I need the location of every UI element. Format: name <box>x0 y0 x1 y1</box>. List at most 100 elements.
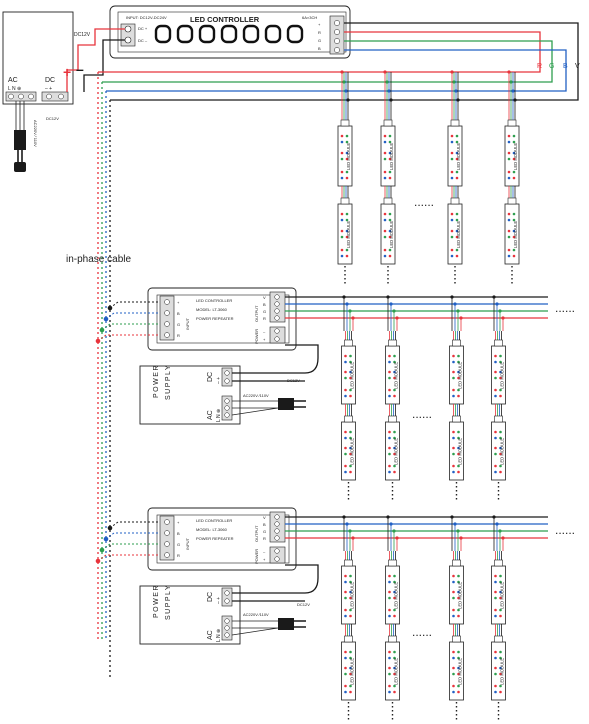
repeater1-out-pin-3: G <box>263 309 266 314</box>
module-led <box>450 157 454 161</box>
module-led <box>452 370 455 374</box>
module-led <box>499 446 502 450</box>
module-led <box>450 248 454 252</box>
module-led <box>452 394 455 398</box>
top-controller-rating: 6A×3CH <box>302 15 317 20</box>
module-led <box>344 596 347 600</box>
module-led <box>507 212 511 216</box>
module-connector <box>450 197 460 205</box>
module-connector <box>450 119 460 127</box>
module-led <box>494 464 497 468</box>
module-connector <box>452 339 461 347</box>
top-ellipsis: ...... <box>414 195 434 209</box>
module-led <box>344 590 347 594</box>
module-led <box>494 656 497 660</box>
repeater2-power: POWER <box>254 549 259 564</box>
module-led <box>388 248 392 252</box>
module-led <box>455 254 459 258</box>
module-led <box>494 690 497 694</box>
module-led <box>452 590 455 594</box>
module-led <box>499 430 502 434</box>
in-phase-tap-wire <box>105 312 160 320</box>
module-connector <box>452 635 461 643</box>
module-led <box>393 436 396 440</box>
module-connector <box>383 197 393 205</box>
rail1-ellipsis: ...... <box>555 301 575 315</box>
module-led <box>457 672 460 676</box>
mid-ellipsis: ...... <box>412 407 432 421</box>
module-label: LED MODULE <box>500 438 505 465</box>
module-led <box>388 656 391 660</box>
module-led <box>383 176 387 180</box>
top-controller-dc12v: DC12V <box>74 32 91 38</box>
module-led <box>494 430 497 434</box>
module-led <box>457 666 460 670</box>
module-led <box>383 157 387 161</box>
module-led <box>344 574 347 578</box>
module-led <box>393 452 396 456</box>
module-led <box>457 394 460 398</box>
module-led <box>349 656 352 660</box>
module-led <box>494 354 497 358</box>
module-led <box>388 580 391 584</box>
module-led <box>455 176 459 180</box>
in-phase-tap-wire <box>97 334 160 342</box>
module-led <box>345 218 349 222</box>
repeater2-line3: POWER REPEATER <box>196 536 234 541</box>
module-label: LED MODULE <box>456 221 461 248</box>
module-led <box>344 376 347 380</box>
module-led <box>344 464 347 468</box>
module-led <box>494 608 497 612</box>
module-led <box>344 370 347 374</box>
module-led <box>512 170 516 174</box>
module-led <box>452 388 455 392</box>
module-led <box>383 254 387 258</box>
module-led <box>345 151 349 155</box>
module-led <box>457 360 460 364</box>
repeater1-in-pin-2: B <box>177 311 180 316</box>
repeater2-out-pin-3: G <box>263 529 266 534</box>
module-led <box>388 360 391 364</box>
module-led <box>388 590 391 594</box>
module-led <box>494 470 497 474</box>
module-connector <box>344 339 353 347</box>
module-led <box>452 452 455 456</box>
module-led <box>507 157 511 161</box>
module-led <box>499 574 502 578</box>
module-led <box>345 212 349 216</box>
module-led <box>349 376 352 380</box>
module-led <box>388 608 391 612</box>
module-led <box>507 176 511 180</box>
module-led <box>457 656 460 660</box>
module-led <box>388 650 391 654</box>
module-connector <box>452 559 461 567</box>
module-led <box>512 140 516 144</box>
top-controller-dc-plus: DC + <box>138 26 148 31</box>
module-led <box>457 590 460 594</box>
module-led <box>499 580 502 584</box>
module-led <box>344 430 347 434</box>
module-led <box>507 254 511 258</box>
module-led <box>345 157 349 161</box>
module-led <box>507 140 511 144</box>
module-led <box>452 684 455 688</box>
module-led <box>344 672 347 676</box>
module-led <box>452 666 455 670</box>
module-led <box>388 672 391 676</box>
module-led <box>340 248 344 252</box>
module-connector <box>494 339 503 347</box>
module-led <box>344 666 347 670</box>
module-connector <box>344 559 353 567</box>
module-led <box>388 690 391 694</box>
module-led <box>383 170 387 174</box>
module-led <box>499 452 502 456</box>
module-led <box>507 134 511 138</box>
module-connector <box>383 119 393 127</box>
module-led <box>450 134 454 138</box>
repeater2-in-pin-4: R <box>177 553 180 558</box>
repeater1-power: POWER <box>254 329 259 344</box>
module-led <box>388 229 392 233</box>
module-led <box>344 446 347 450</box>
in-phase-label: in-phase cable <box>66 254 131 265</box>
